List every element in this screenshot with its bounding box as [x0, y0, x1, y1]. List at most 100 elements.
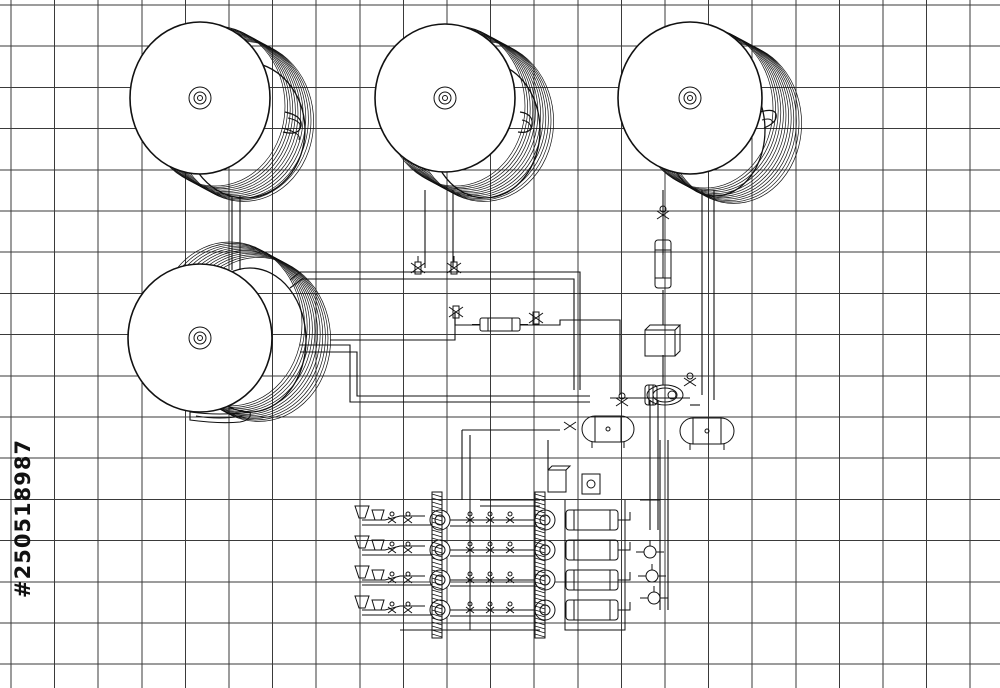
- conveyor-flight: [431, 609, 443, 614]
- conveyor-flight: [534, 529, 546, 534]
- row-valve: [387, 576, 397, 584]
- row-valve: [487, 511, 493, 517]
- suction-pipe: [362, 515, 425, 521]
- conveyor-flight: [431, 517, 443, 522]
- row-valve: [405, 601, 411, 607]
- day-tank: [573, 570, 611, 590]
- suction-pipe: [362, 545, 425, 551]
- pump: [434, 604, 446, 616]
- conveyor-flight: [431, 541, 443, 546]
- pump: [434, 544, 446, 556]
- suction-pipe: [362, 605, 425, 611]
- inlet-hopper: [354, 595, 370, 609]
- conveyor-flight: [431, 497, 443, 502]
- row-valve: [505, 606, 515, 614]
- conveyor-flight: [431, 545, 443, 550]
- heat-exchanger: [472, 317, 528, 332]
- conveyor-flight: [431, 585, 443, 590]
- conveyor-flight: [534, 585, 546, 590]
- day-tank-outlet: [618, 542, 631, 551]
- row-valve: [403, 546, 413, 554]
- conveyor-flight: [431, 601, 443, 606]
- row-valve: [387, 546, 397, 554]
- row-valve: [487, 541, 493, 547]
- conveyor-flight: [431, 521, 443, 526]
- conveyor-flight: [534, 509, 546, 514]
- conveyor-flight: [534, 553, 546, 558]
- electrical-cabinet: [547, 465, 601, 495]
- row-valve: [487, 601, 493, 607]
- conveyor-flight: [534, 569, 546, 574]
- pump-row: [354, 565, 631, 591]
- conveyor-flight: [431, 509, 443, 514]
- inlet-hopper: [371, 599, 385, 611]
- inlet-hopper: [354, 535, 370, 549]
- inlet-hopper: [371, 539, 385, 551]
- day-tank-outlet: [618, 572, 631, 581]
- conveyor-flight: [534, 501, 546, 506]
- horizontal-vessel-1: [581, 415, 635, 448]
- conveyor-flight: [534, 549, 546, 554]
- horizontal-vessel-2: [679, 417, 735, 450]
- row-valve: [485, 546, 495, 554]
- inlet-hopper: [354, 565, 370, 579]
- conveyor-flight: [431, 561, 443, 566]
- conveyor-flight: [534, 633, 546, 638]
- conveyor-flight: [534, 621, 546, 626]
- inlet-hopper: [354, 505, 370, 519]
- conveyor-flight: [534, 497, 546, 502]
- conveyor-flight: [431, 597, 443, 602]
- conveyor-flight: [431, 593, 443, 598]
- row-valve: [403, 576, 413, 584]
- row-valve: [505, 516, 515, 524]
- row-valve: [389, 511, 395, 517]
- conveyor-flight: [534, 513, 546, 518]
- conveyor-flight: [431, 573, 443, 578]
- row-valve: [405, 571, 411, 577]
- valve-group: [410, 205, 697, 431]
- row-valve: [485, 516, 495, 524]
- row-valve: [505, 546, 515, 554]
- row-valve: [507, 601, 513, 607]
- conveyor-flight: [534, 493, 546, 498]
- inlet-hopper: [371, 509, 385, 521]
- conveyor-flight: [534, 537, 546, 542]
- conveyor-flight: [534, 617, 546, 622]
- conveyor-flight: [534, 577, 546, 582]
- conveyor-flight: [534, 557, 546, 562]
- screw-conveyor: [431, 491, 443, 639]
- conveyor-flight: [431, 625, 443, 630]
- conveyor-flight: [534, 589, 546, 594]
- row-valve: [387, 516, 397, 524]
- storage-tank-4: [127, 241, 331, 424]
- row-valve: [505, 576, 515, 584]
- row-valve: [485, 576, 495, 584]
- row-valve: [403, 606, 413, 614]
- conveyor-flight: [534, 565, 546, 570]
- stock-id-label: #250518987: [11, 438, 35, 598]
- transfer-pump: [644, 384, 684, 406]
- conveyor-flight: [534, 593, 546, 598]
- day-tank: [573, 510, 611, 530]
- conveyor-flight: [431, 513, 443, 518]
- conveyor-flight: [431, 493, 443, 498]
- conveyor-flight: [431, 581, 443, 586]
- conveyor-flight: [431, 617, 443, 622]
- row-valve: [389, 571, 395, 577]
- suction-pipe: [362, 575, 425, 581]
- row-valve: [389, 601, 395, 607]
- conveyor-flight: [431, 569, 443, 574]
- storage-tank-2: [374, 23, 554, 202]
- conveyor-flight: [431, 605, 443, 610]
- conveyor-flight: [431, 505, 443, 510]
- pump: [429, 509, 451, 531]
- conveyor-flight: [534, 545, 546, 550]
- conveyor-flight: [431, 565, 443, 570]
- conveyor-flight: [534, 609, 546, 614]
- row-valve: [403, 516, 413, 524]
- conveyor-flight: [431, 549, 443, 554]
- conveyor-flight: [431, 621, 443, 626]
- conveyor-flight: [534, 525, 546, 530]
